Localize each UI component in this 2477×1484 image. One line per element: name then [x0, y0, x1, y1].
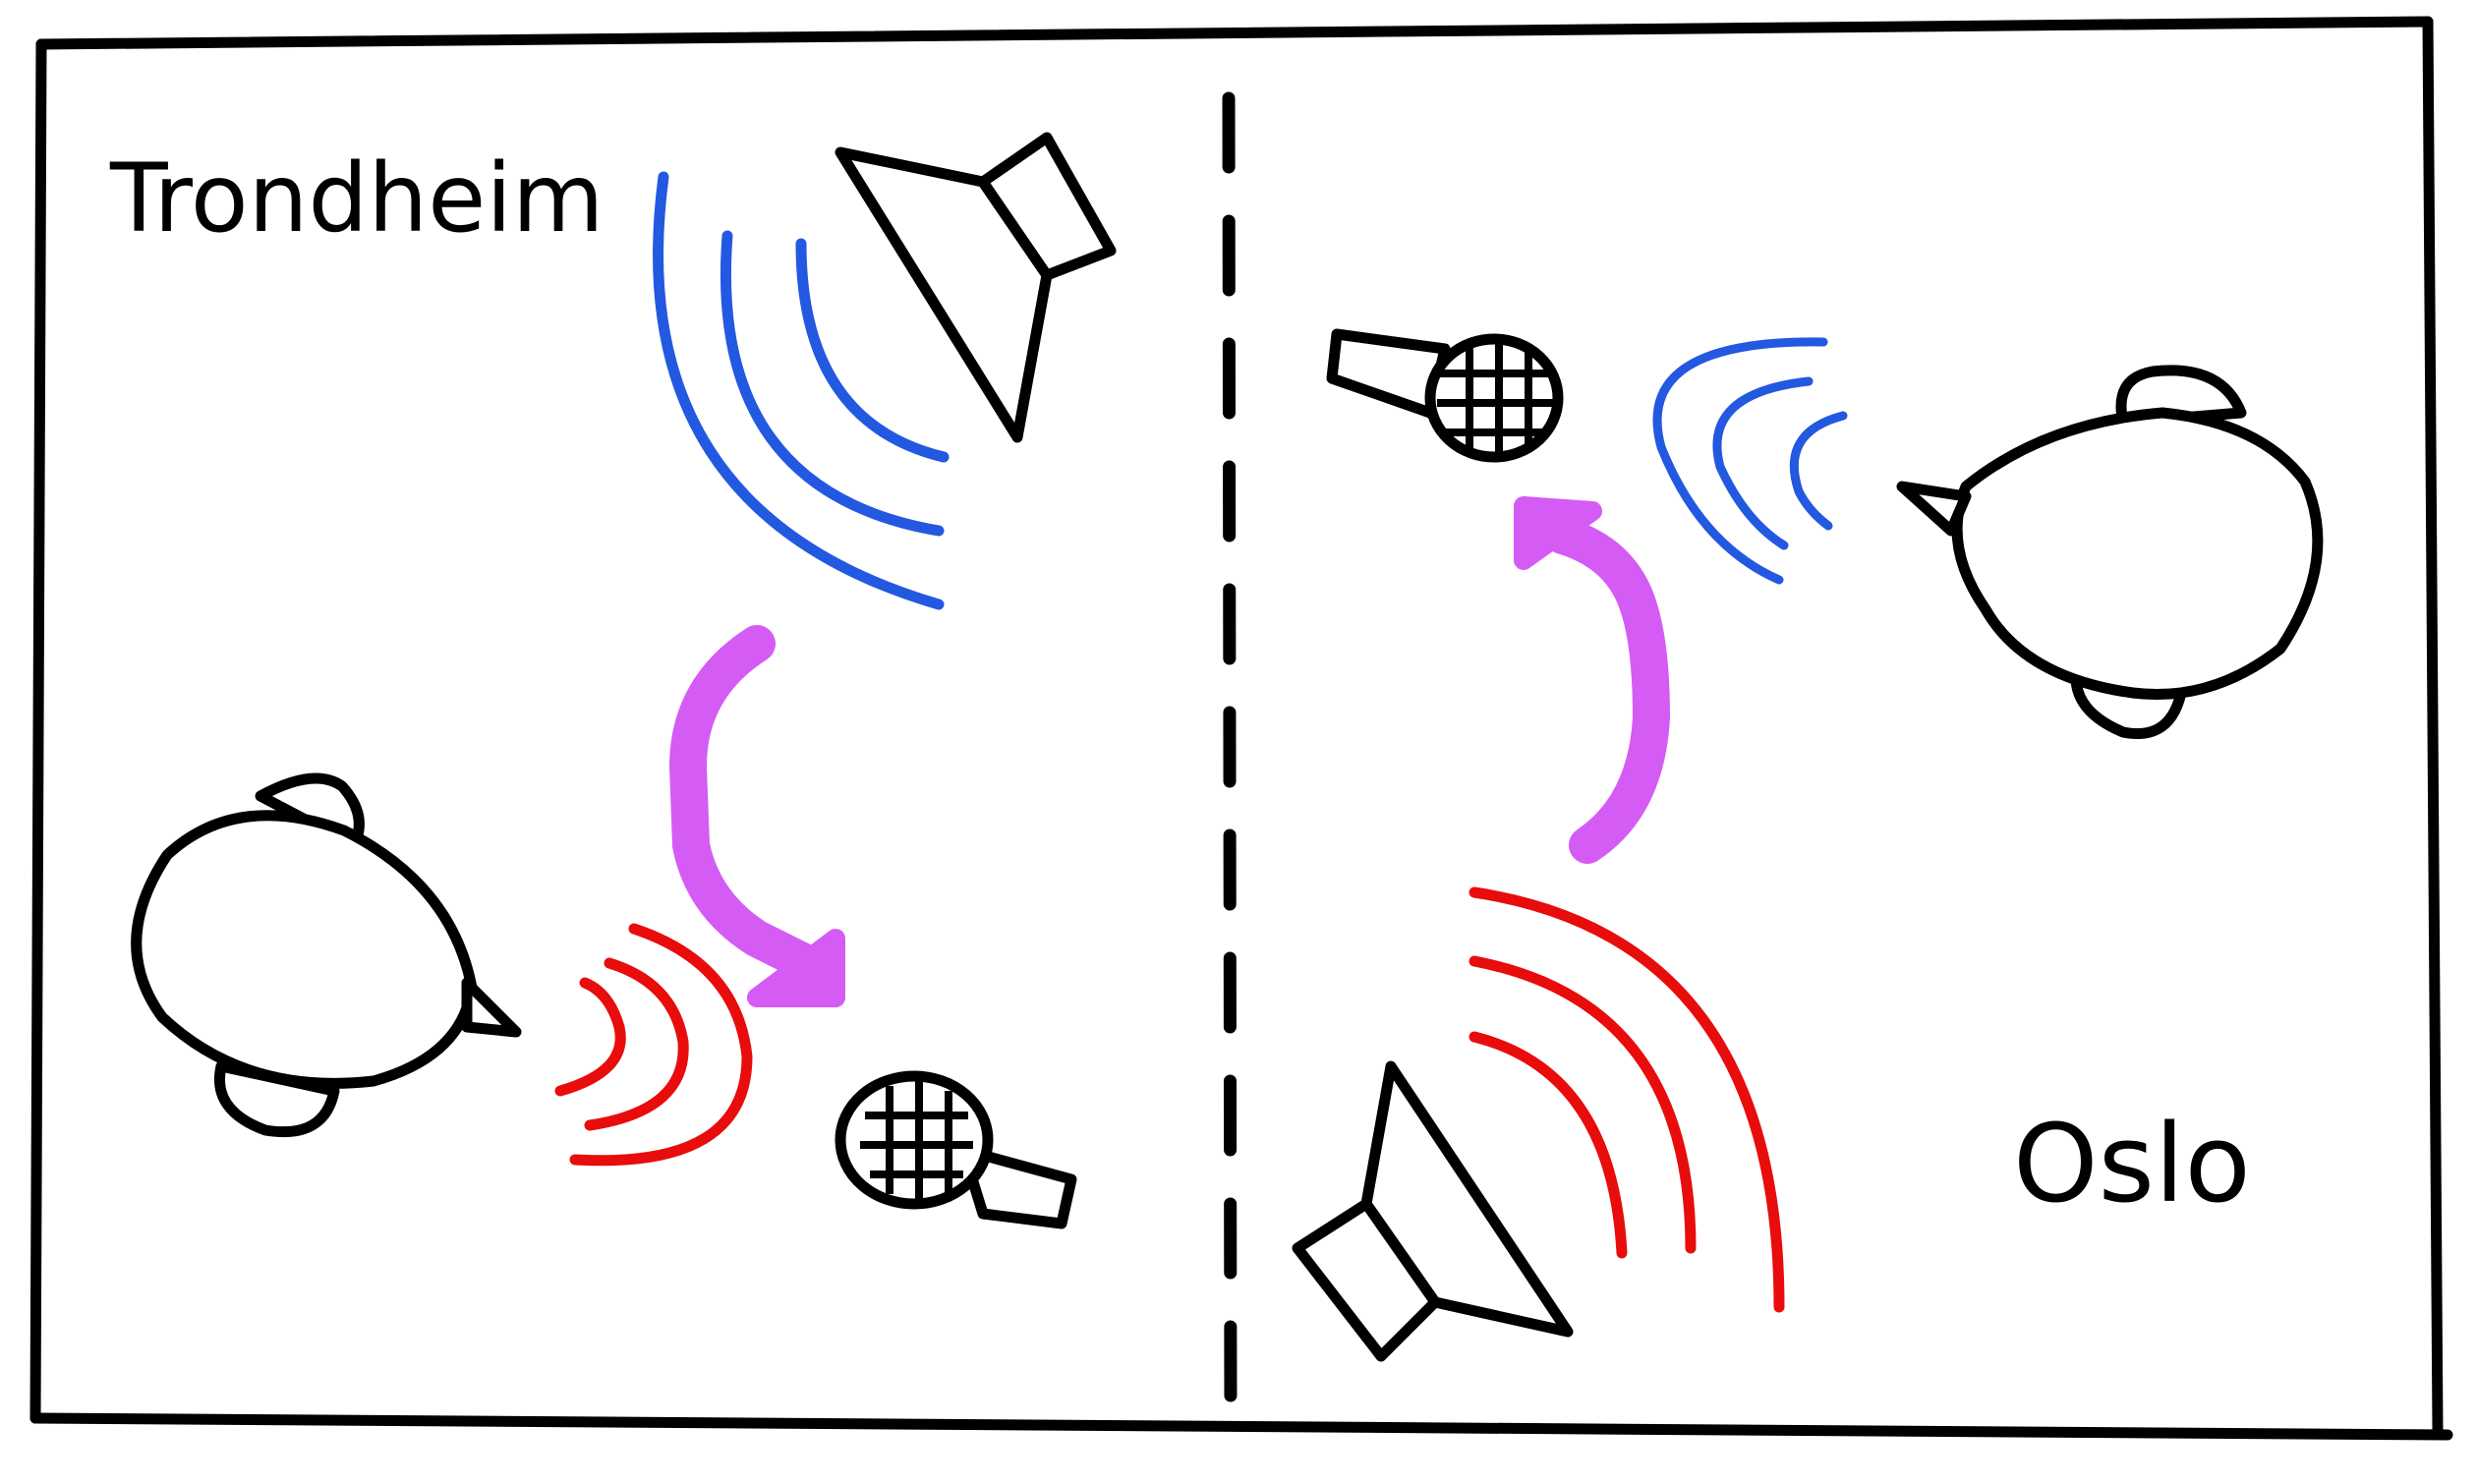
voice-sound-waves — [554, 923, 753, 1167]
speaker-sound-waves — [653, 171, 950, 610]
microphone-icon — [1326, 328, 1564, 463]
label-trondheim: Trondheim — [109, 143, 605, 254]
speaker-icon — [1292, 1060, 1574, 1362]
frame — [29, 16, 2453, 1441]
speaker-icon — [835, 132, 1117, 443]
curved-arrow-icon — [668, 625, 845, 1007]
microphone-icon — [835, 1070, 1077, 1229]
curved-arrow-icon — [1514, 496, 1671, 864]
head-icon — [1896, 365, 2324, 739]
speaker-sound-waves — [1469, 886, 1785, 1313]
divider-line — [1222, 91, 1238, 1432]
voice-sound-waves — [1652, 337, 1848, 585]
head-icon — [131, 772, 522, 1138]
label-oslo: Oslo — [2013, 1101, 2251, 1227]
